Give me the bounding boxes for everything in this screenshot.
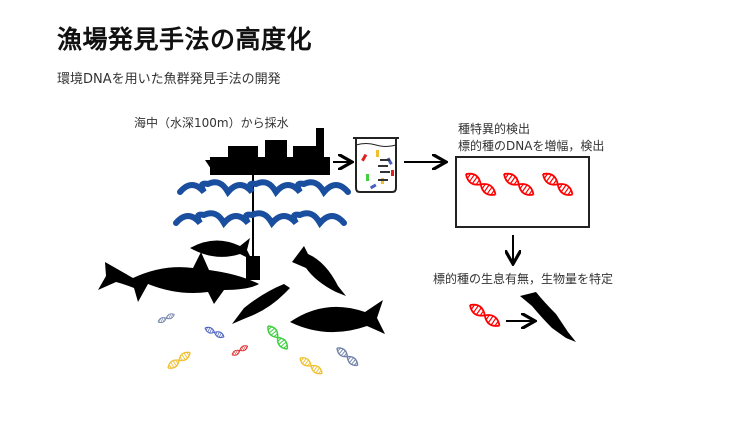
squid-icon <box>292 246 346 296</box>
dna-icon <box>334 344 361 369</box>
target-dna-icon <box>466 300 503 331</box>
dna-icon <box>156 311 176 325</box>
dna-icon <box>203 325 226 340</box>
dna-icon <box>264 322 291 353</box>
wave-icon <box>176 213 344 223</box>
page-subtitle: 環境DNAを用いた魚群発見手法の開発 <box>57 72 281 87</box>
beaker-icon <box>353 137 399 193</box>
sampling-label: 海中（水深100m）から採水 <box>134 116 289 130</box>
squid-icon <box>520 292 576 342</box>
page-title: 漁場発見手法の高度化 <box>57 25 313 54</box>
tuna-small-icon <box>190 238 252 260</box>
target-dna-icon <box>500 169 537 200</box>
tuna-icon <box>290 300 385 334</box>
dna-icon <box>230 343 250 358</box>
squid-icon <box>232 284 290 324</box>
target-dna-icon <box>539 169 576 200</box>
shark-icon <box>98 252 259 304</box>
dna-icon <box>165 349 193 372</box>
result-label: 標的種の生息有無，生物量を特定 <box>433 272 614 286</box>
detection-description: 標的種のDNAを増幅，検出 <box>458 139 605 153</box>
wave-icon <box>180 182 348 192</box>
dna-icon <box>297 354 325 377</box>
detection-box <box>455 156 590 228</box>
target-dna-icon <box>462 169 499 200</box>
detection-title: 種特異的検出 <box>458 122 531 136</box>
